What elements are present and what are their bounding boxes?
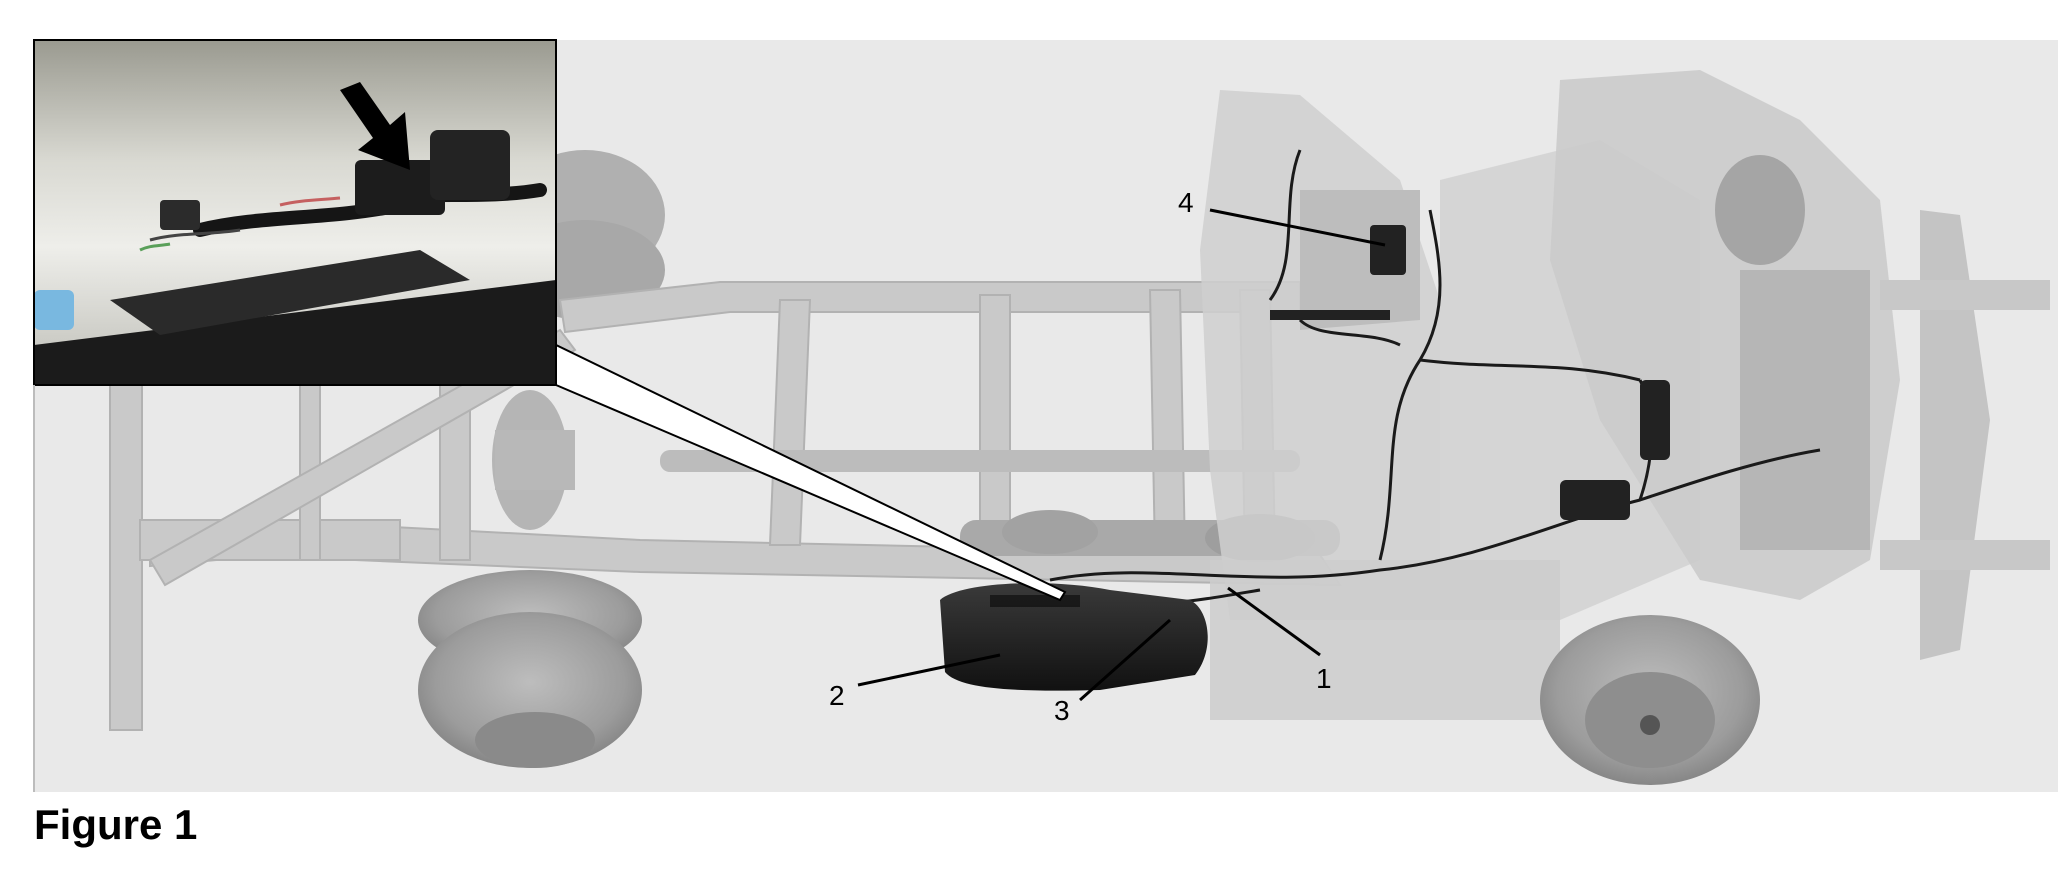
left-border: [33, 385, 35, 792]
rear-wheel-lower: [418, 570, 642, 768]
callout-3: 3: [1054, 695, 1070, 726]
inset-photo: [33, 39, 557, 386]
callout-2: 2: [829, 680, 845, 711]
callout-labels: 1 2 3 4: [829, 187, 1332, 726]
front-wheel: [1540, 615, 1760, 785]
callout-1: 1: [1316, 663, 1332, 694]
arrow-down-right-icon: [340, 82, 410, 170]
front-wheel-upper: [1715, 155, 1805, 265]
harness-detail: [1270, 225, 1670, 520]
figure-caption: Figure 1: [34, 801, 198, 848]
connector: [355, 160, 445, 215]
rear-axle: [492, 390, 575, 530]
ladder-frame: [109, 281, 1342, 731]
callout-leaders: [857, 208, 1386, 702]
fuel-tank: [940, 583, 1208, 691]
callout-4: 4: [1178, 187, 1194, 218]
